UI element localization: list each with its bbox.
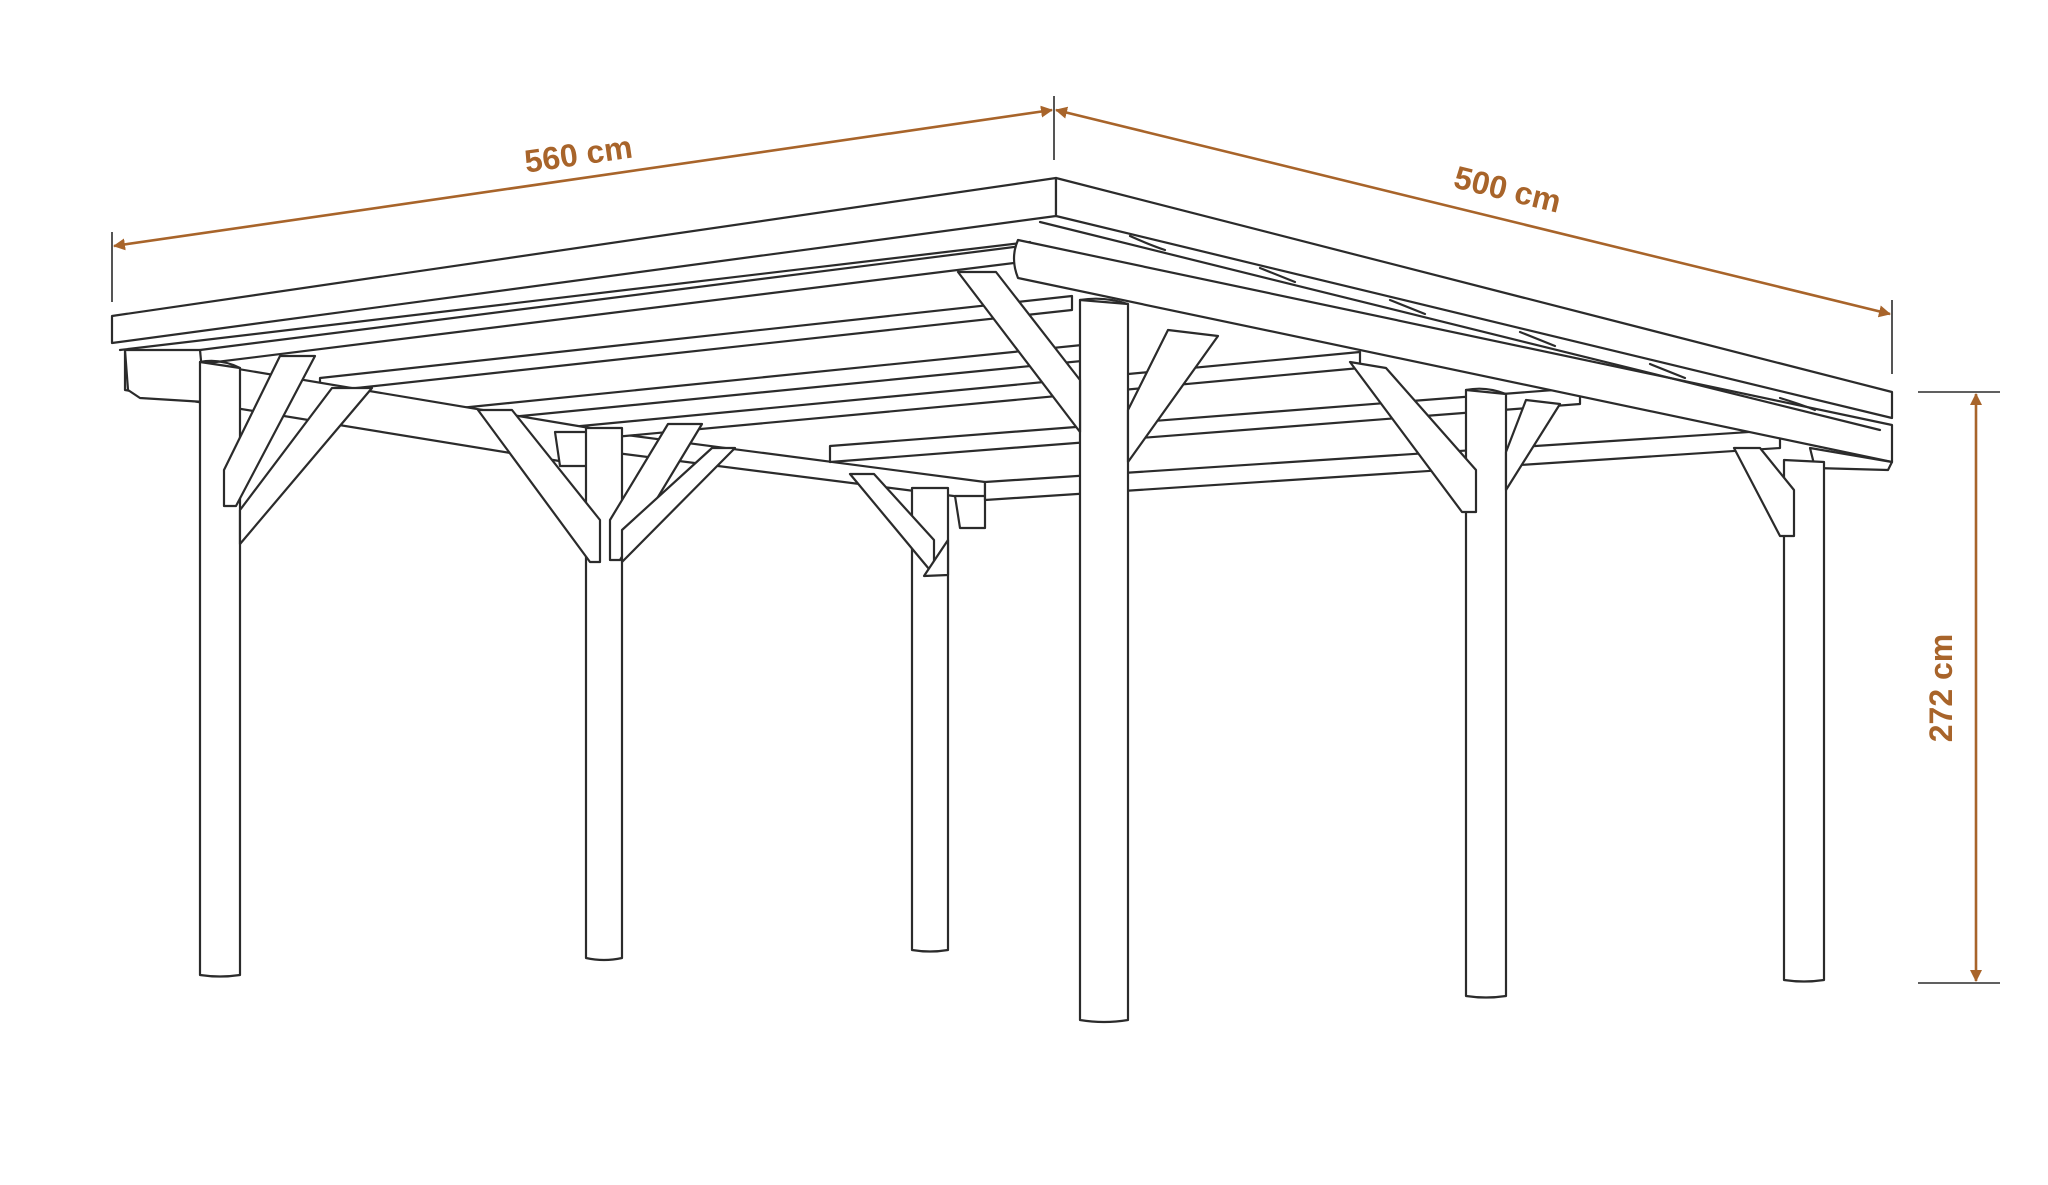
tile-1 — [1128, 234, 1167, 252]
right-side-beam — [1012, 238, 1894, 464]
cap-right-middle — [1464, 387, 1508, 396]
brace-right-middle-right — [1504, 398, 1562, 492]
depth-dimension-line — [1055, 106, 1891, 318]
tile-5 — [1648, 362, 1687, 380]
post-front-left — [198, 360, 242, 978]
tile-3 — [1388, 298, 1427, 316]
roof-top-right — [1054, 176, 1894, 420]
brace-front-left-a — [222, 354, 317, 508]
post-back-middle — [910, 486, 950, 953]
post-back-right — [1782, 458, 1826, 983]
post-caps — [198, 297, 1508, 396]
height-label: 272 cm — [1923, 634, 1959, 743]
posts — [198, 270, 1826, 1024]
brace-back-middle-left — [848, 472, 936, 577]
brace-front-left-b — [238, 386, 374, 546]
left-fascia-end — [123, 348, 207, 404]
rafter-left-1 — [118, 240, 1032, 352]
length-dimension-line — [113, 105, 1053, 251]
rafter-strip-middle — [318, 294, 1074, 394]
brace-back-right — [1732, 446, 1796, 538]
brace-front-middle-inner — [620, 446, 737, 564]
cap-front-corner — [1078, 297, 1130, 306]
brace-back-middle-right — [922, 538, 950, 578]
tile-2 — [1258, 266, 1297, 284]
brace-corner-left — [956, 270, 1082, 434]
back-beam-end — [953, 494, 987, 530]
tile-4 — [1518, 330, 1557, 348]
middle-beam-end — [553, 430, 592, 468]
height-dimension: 272 cm — [1918, 391, 2000, 984]
post-right-middle — [1464, 388, 1508, 999]
post-front-corner — [1078, 298, 1130, 1024]
roof-underside-right — [1038, 220, 1882, 432]
tile-6 — [1778, 396, 1817, 412]
cap-front-left — [198, 359, 242, 370]
brace-front-middle-left — [476, 408, 602, 564]
brace-corner-right — [1126, 328, 1220, 464]
brace-right-middle-left — [1348, 360, 1478, 514]
